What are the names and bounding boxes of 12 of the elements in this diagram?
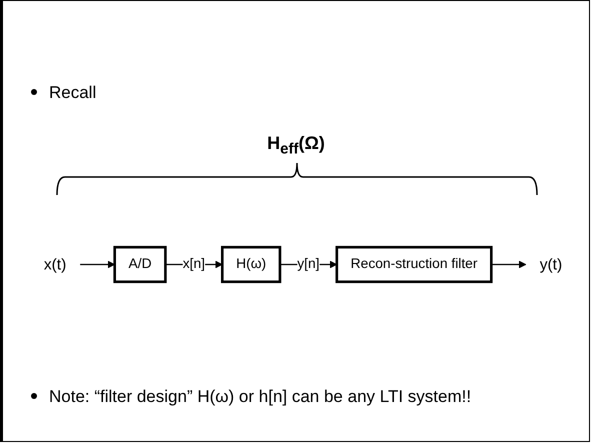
bullet-text: Recall <box>49 82 98 104</box>
node-box: H(ω) <box>220 245 282 283</box>
edge-label: x[n] <box>182 256 205 271</box>
edge-label: y[n] <box>297 256 320 271</box>
node-text: x(t) <box>44 254 66 272</box>
node-text: y(t) <box>540 254 562 272</box>
node-box: A/D <box>113 245 167 283</box>
arrow <box>80 260 116 268</box>
arrow <box>491 260 526 268</box>
formula-label: H$_{eff}$(Ω) <box>267 133 325 153</box>
bullet-text: Note: “filter design” H(ω) or h[n] can be any LTI system!! <box>49 386 472 408</box>
node-box: Recon-struction filter <box>336 245 493 283</box>
